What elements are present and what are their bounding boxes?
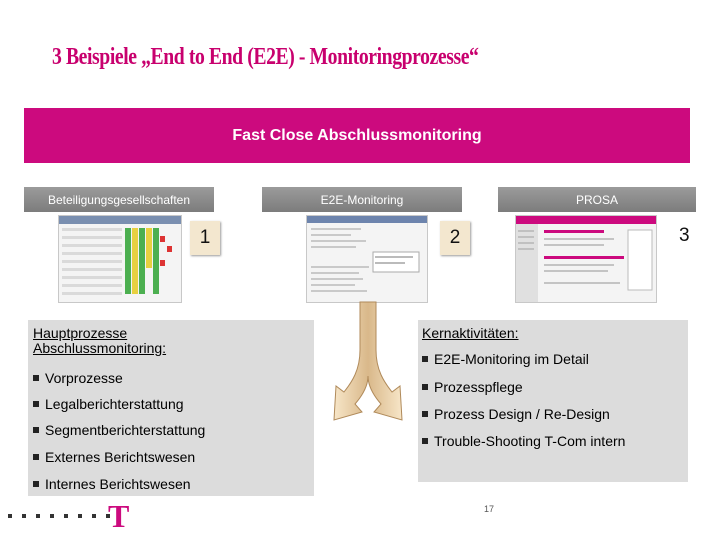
telekom-logo: T [108,498,130,534]
right-item-label: Trouble-Shooting T-Com intern [434,433,626,449]
prosa-preview [516,216,656,302]
bullet-icon [33,375,39,382]
right-item-prozess-design: Prozess Design / Re-Design [422,406,610,422]
left-item-label: Externes Berichtswesen [45,449,196,465]
bullet-icon [422,438,428,445]
right-panel-title: Kernaktivitäten: [422,325,519,341]
left-item-label: Vorprozesse [45,370,123,386]
e2e-monitoring-preview [307,216,427,292]
thumbnail-spreadsheet [58,215,182,303]
bar-prosa: PROSA [498,187,696,212]
right-panel-kernaktivitaeten [418,320,688,482]
left-item-label: Segmentberichterstattung [45,422,206,438]
bullet-icon [422,384,428,391]
bullet-icon [33,427,39,434]
bullet-icon [33,401,39,408]
split-arrow-icon [333,301,403,421]
left-item-label: Internes Berichtswesen [45,476,191,492]
right-item-e2e-monitoring: E2E-Monitoring im Detail [422,351,589,367]
bullet-icon [33,481,39,488]
bullet-icon [422,411,428,418]
callout-1: 1 [190,221,220,255]
left-item-segmentberichterstattung: Segmentberichterstattung [33,422,205,438]
thumbnail-prosa [515,215,657,303]
callout-2: 2 [440,221,470,255]
left-panel-title: Hauptprozesse Abschlussmonitoring: [33,325,167,356]
footer-dots [8,514,110,518]
thumbnail-e2e-monitoring [306,215,428,303]
bar-beteiligungsgesellschaften: Beteiligungsgesellschaften [24,187,214,212]
left-item-externes-berichtswesen: Externes Berichtswesen [33,449,195,465]
right-item-label: Prozesspflege [434,379,523,395]
spreadsheet-preview [59,216,181,295]
banner-fast-close: Fast Close Abschlussmonitoring [24,108,690,163]
bullet-icon [422,356,428,363]
right-item-trouble-shooting: Trouble-Shooting T-Com intern [422,433,625,449]
left-item-legalberichterstattung: Legalberichterstattung [33,396,184,412]
callout-3: 3 [679,225,690,246]
left-item-label: Legalberichterstattung [45,396,184,412]
right-item-prozesspflege: Prozesspflege [422,379,523,395]
left-item-vorprozesse: Vorprozesse [33,370,123,386]
bullet-icon [33,454,39,461]
page-number: 17 [484,504,495,514]
bar-e2e-monitoring: E2E-Monitoring [262,187,462,212]
left-item-internes-berichtswesen: Internes Berichtswesen [33,476,191,492]
right-item-label: E2E-Monitoring im Detail [434,351,589,367]
slide-title: 3 Beispiele „End to End (E2E) - Monitori… [52,44,479,70]
right-item-label: Prozess Design / Re-Design [434,406,610,422]
left-panel-hauptprozesse [28,320,314,496]
